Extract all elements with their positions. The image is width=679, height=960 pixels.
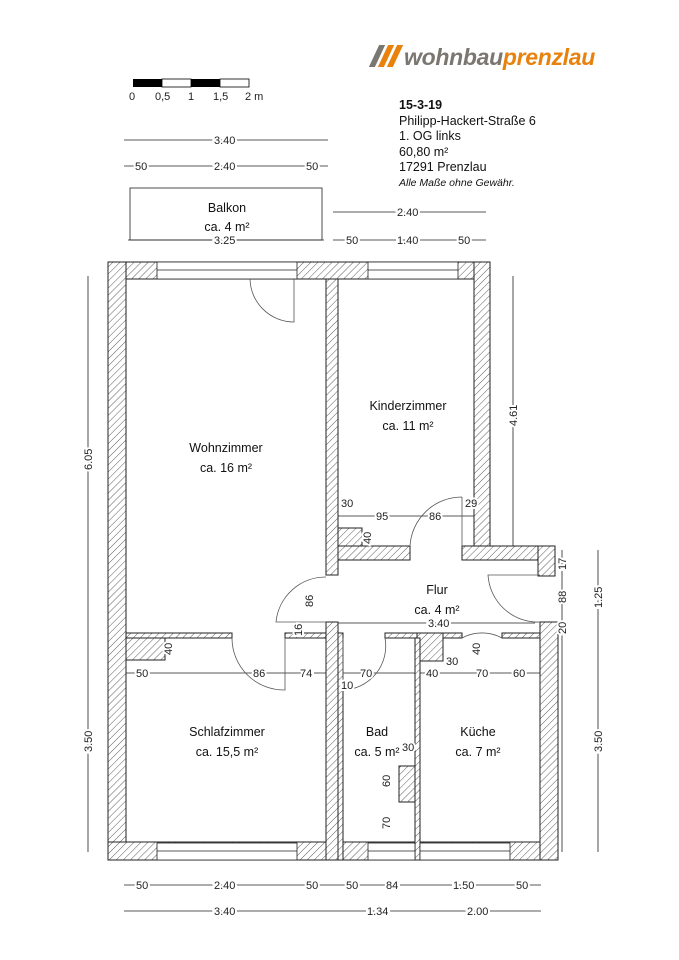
dimension-label: 40 xyxy=(362,532,374,544)
dimension-label: 50 xyxy=(136,668,148,680)
dimension-label: 29 xyxy=(465,498,477,510)
dimension-label: 16 xyxy=(293,624,305,636)
dimension-label: 30 xyxy=(402,742,414,754)
dimension-label: 20 xyxy=(557,622,569,634)
dimension-label: 50 xyxy=(306,880,318,892)
room-area: ca. 11 m² xyxy=(382,419,433,433)
dimension-label: 3.25 xyxy=(214,235,235,247)
apartment-info: 15-3-19 Philipp-Hackert-Straße 6 1. OG l… xyxy=(399,98,536,191)
room-bad: Bad ca. 5 m² xyxy=(354,725,399,759)
room-kueche: Küche ca. 7 m² xyxy=(455,725,500,759)
dimension-label: 2.40 xyxy=(397,207,418,219)
room-name: Kinderzimmer xyxy=(369,399,446,413)
room-name: Flur xyxy=(426,583,448,597)
scale-label: 2 m xyxy=(245,91,263,103)
dimension-label: 86 xyxy=(253,668,265,680)
dimension-label: 86 xyxy=(304,595,316,607)
dimension-label: 30 xyxy=(446,656,458,668)
dimension-label: 30 xyxy=(341,498,353,510)
dimension-label: 50 xyxy=(135,161,147,173)
dimension-label: 60 xyxy=(513,668,525,680)
scale-bar: 0 0,5 1 1,5 2 m xyxy=(127,78,265,105)
scale-label: 0 xyxy=(129,91,135,103)
dimension-label: 17 xyxy=(557,558,569,570)
dimension-label: 84 xyxy=(386,880,398,892)
dimension-label: 1.50 xyxy=(453,880,474,892)
total-area: 60,80 m² xyxy=(399,144,449,159)
dimension-label: 50 xyxy=(136,880,148,892)
room-area: ca. 7 m² xyxy=(455,745,500,759)
logo-text-part1: wohnbau xyxy=(404,44,503,70)
apartment-id: 15-3-19 xyxy=(399,98,443,112)
room-area: ca. 15,5 m² xyxy=(196,745,259,759)
dimension-label: 70 xyxy=(476,668,488,680)
room-name: Küche xyxy=(460,725,495,739)
dimension-label: 50 xyxy=(346,880,358,892)
scale-label: 0,5 xyxy=(155,91,170,103)
dimension-label: 70 xyxy=(381,817,393,829)
dimension-label: 40 xyxy=(426,668,438,680)
dimension-label: 50 xyxy=(346,235,358,247)
dimension-label: 3.50 xyxy=(593,731,605,752)
dimension-label: 40 xyxy=(471,643,483,655)
dimension-label: 74 xyxy=(300,668,312,680)
dimension-label: 2.00 xyxy=(467,906,488,918)
scale-label: 1,5 xyxy=(213,91,228,103)
dimension-label: 3.40 xyxy=(214,906,235,918)
disclaimer: Alle Maße ohne Gewähr. xyxy=(399,176,515,189)
dimension-label: 40 xyxy=(163,643,175,655)
room-schlafzimmer: Schlafzimmer ca. 15,5 m² xyxy=(189,725,265,759)
doors xyxy=(231,278,541,691)
logo-text-part2: prenzlau xyxy=(502,44,596,70)
room-name: Bad xyxy=(366,725,388,739)
dimension-label: 50 xyxy=(306,161,318,173)
dimension-label: 3.40 xyxy=(428,618,449,630)
dimension-label: 50 xyxy=(516,880,528,892)
dimension-label: 6.05 xyxy=(83,449,95,470)
dimension-label: 1.34 xyxy=(367,906,388,918)
room-name: Balkon xyxy=(208,201,246,215)
room-kinderzimmer: Kinderzimmer ca. 11 m² xyxy=(369,399,446,433)
street: Philipp-Hackert-Straße 6 xyxy=(399,113,536,128)
dimension-label: 1.40 xyxy=(397,235,418,247)
dimension-label: 2.40 xyxy=(214,161,235,173)
windows xyxy=(156,261,511,861)
city: 17291 Prenzlau xyxy=(399,160,487,174)
dimension-label: 86 xyxy=(429,511,441,523)
dimension-label: 95 xyxy=(376,511,388,523)
dimension-label: 60 xyxy=(381,775,393,787)
dimension-label: 4.61 xyxy=(508,405,520,426)
scale-label: 1 xyxy=(188,91,194,103)
room-name: Schlafzimmer xyxy=(189,725,265,739)
room-area: ca. 4 m² xyxy=(204,220,249,234)
dimension-labels: 3.40 50 2.40 50 3.25 2.40 50 1.40 50 6.0… xyxy=(81,133,607,920)
dimension-label: 2.40 xyxy=(214,880,235,892)
room-area: ca. 16 m² xyxy=(200,461,252,475)
room-wohnzimmer: Wohnzimmer ca. 16 m² xyxy=(189,441,262,475)
balcony-outline xyxy=(129,187,323,241)
room-area: ca. 4 m² xyxy=(414,603,459,617)
dimension-label: 88 xyxy=(557,591,569,603)
room-area: ca. 5 m² xyxy=(354,745,399,759)
floor: 1. OG links xyxy=(399,129,461,143)
walls xyxy=(107,261,559,861)
dimension-label: 10 xyxy=(341,680,353,692)
room-balkon: Balkon ca. 4 m² xyxy=(204,201,249,234)
company-logo: wohnbauprenzlau xyxy=(368,44,595,71)
dimension-label: 3.50 xyxy=(83,731,95,752)
room-flur: Flur ca. 4 m² xyxy=(414,583,459,617)
room-name: Wohnzimmer xyxy=(189,441,262,455)
dimension-label: 3.40 xyxy=(214,135,235,147)
dimension-label: 50 xyxy=(458,235,470,247)
dimension-label: 1.25 xyxy=(593,587,605,608)
dimension-label: 70 xyxy=(360,668,372,680)
